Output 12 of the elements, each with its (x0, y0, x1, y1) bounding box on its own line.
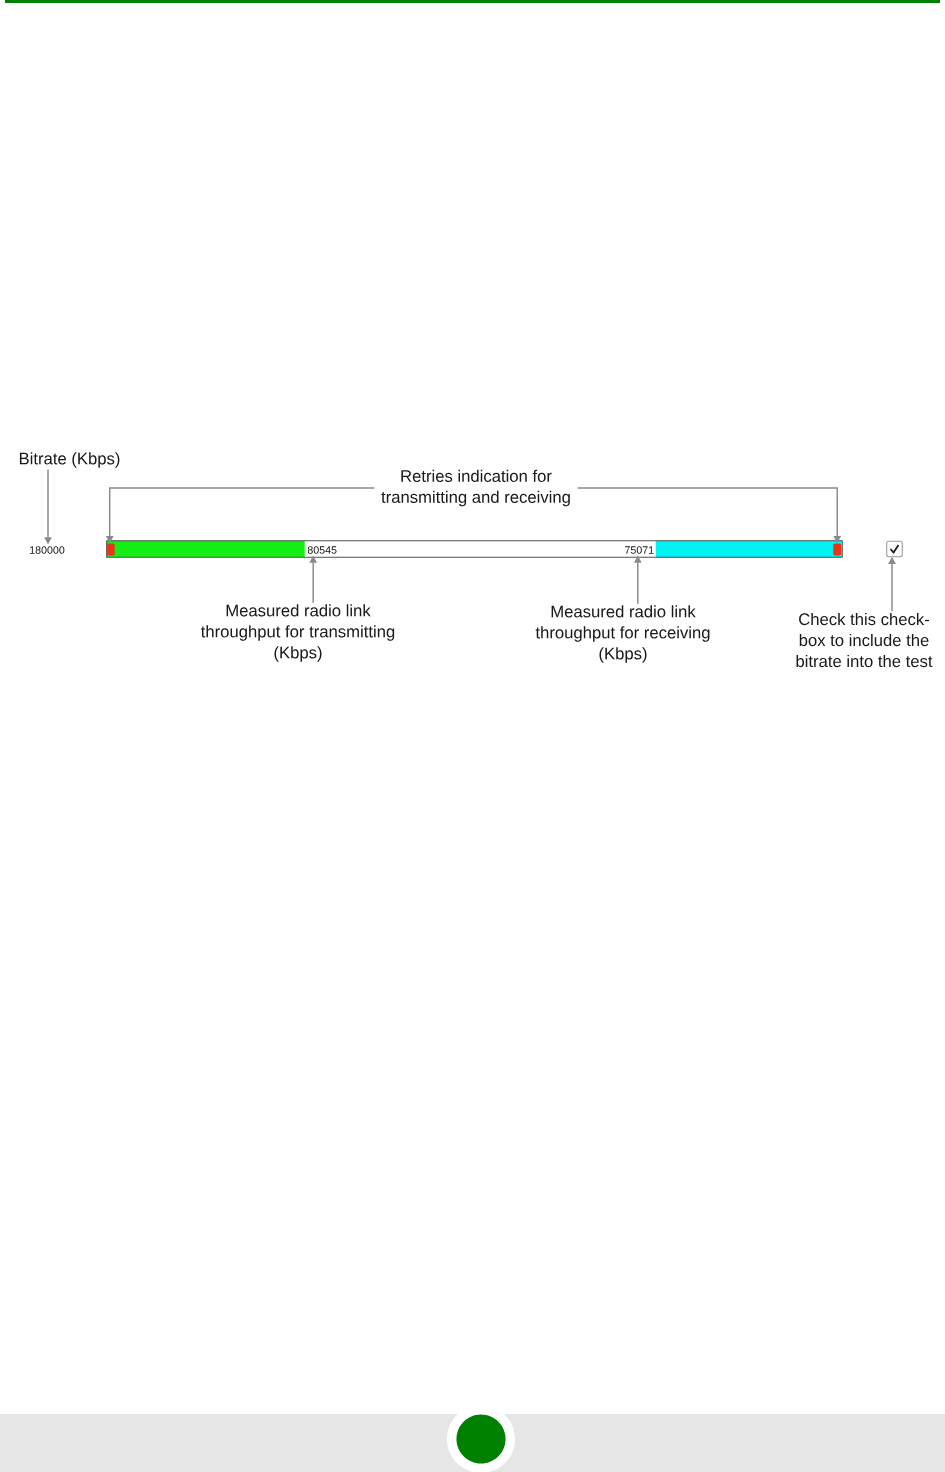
throughput-value: 80545 (307, 546, 337, 554)
throughput-bar (106, 540, 843, 558)
callout-text: Measured radio link throughput for receiving (Kbps) (535, 605, 710, 663)
callout-text: Retries indication for transmitting and receiving (381, 469, 570, 507)
checkbox (886, 540, 903, 558)
retry-indicator (106, 543, 115, 556)
throughput-value: 75071 (625, 546, 654, 554)
retry-indicator (833, 543, 842, 556)
callout-text: Check this check-box to include the bitrate into the test (796, 612, 933, 668)
callout-text: Measured radio link throughput for transmitting (Kbps) (201, 604, 395, 662)
callout-text: Bitrate (Kbps) (19, 452, 120, 468)
bitrate-value: 180000 (30, 546, 65, 554)
